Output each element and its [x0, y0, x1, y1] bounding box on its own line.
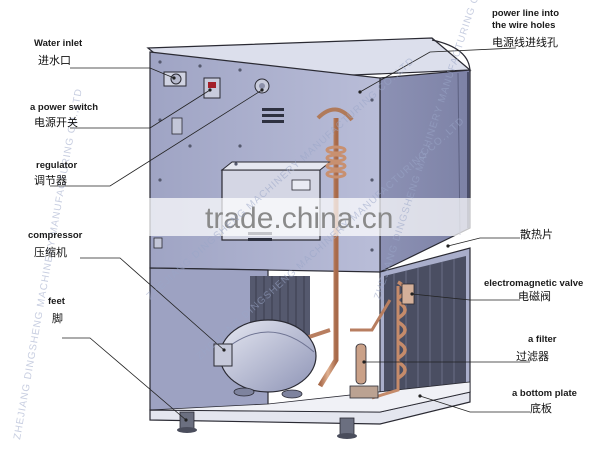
label-compressor-en: compressor: [28, 230, 83, 241]
label-bottom-plate-en: a bottom plate: [512, 388, 577, 399]
watermark-band: trade.china.cn: [0, 198, 600, 236]
label-power-line-en-1: power line into: [492, 8, 559, 19]
leader-lines: [50, 47, 530, 421]
watermark-diagonal-4: ZHEJIANG DINGSHENG MACHINERY MANUFACTURI…: [12, 87, 85, 440]
label-regulator-en: regulator: [36, 160, 77, 171]
label-feet-cn: 脚: [52, 311, 63, 325]
label-power-switch-en: a power switch: [30, 102, 98, 113]
label-regulator-cn: 调节器: [34, 174, 67, 187]
filter-body: [355, 343, 367, 385]
label-water-inlet-en: Water inlet: [34, 38, 83, 49]
label-solenoid-valve-en: electromagnetic valve: [484, 278, 583, 289]
label-bottom-plate-cn: 底板: [530, 401, 552, 415]
label-power-switch-cn: 电源开关: [34, 115, 78, 129]
compressor: [213, 319, 317, 399]
label-filter-cn: 过滤器: [516, 350, 549, 363]
watermark-band-text: trade.china.cn: [205, 202, 393, 235]
small-bracket: [171, 117, 183, 135]
regulator-knob: [254, 78, 270, 94]
label-power-line-en-2: the wire holes: [492, 20, 555, 31]
label-cut-cn: 散热片: [520, 227, 553, 241]
lower-tab: [153, 237, 163, 249]
label-feet-en: feet: [48, 296, 66, 307]
label-power-line-cn: 电源线进线孔: [492, 35, 558, 49]
power-switch: [203, 77, 221, 99]
label-water-inlet-cn: 进水口: [38, 54, 71, 67]
label-compressor-cn: 压缩机: [34, 245, 67, 259]
label-filter-en: a filter: [528, 334, 557, 345]
label-solenoid-valve-cn: 电磁阀: [518, 289, 551, 303]
component-base: [349, 385, 379, 399]
leader-arrowheads: [172, 76, 450, 422]
